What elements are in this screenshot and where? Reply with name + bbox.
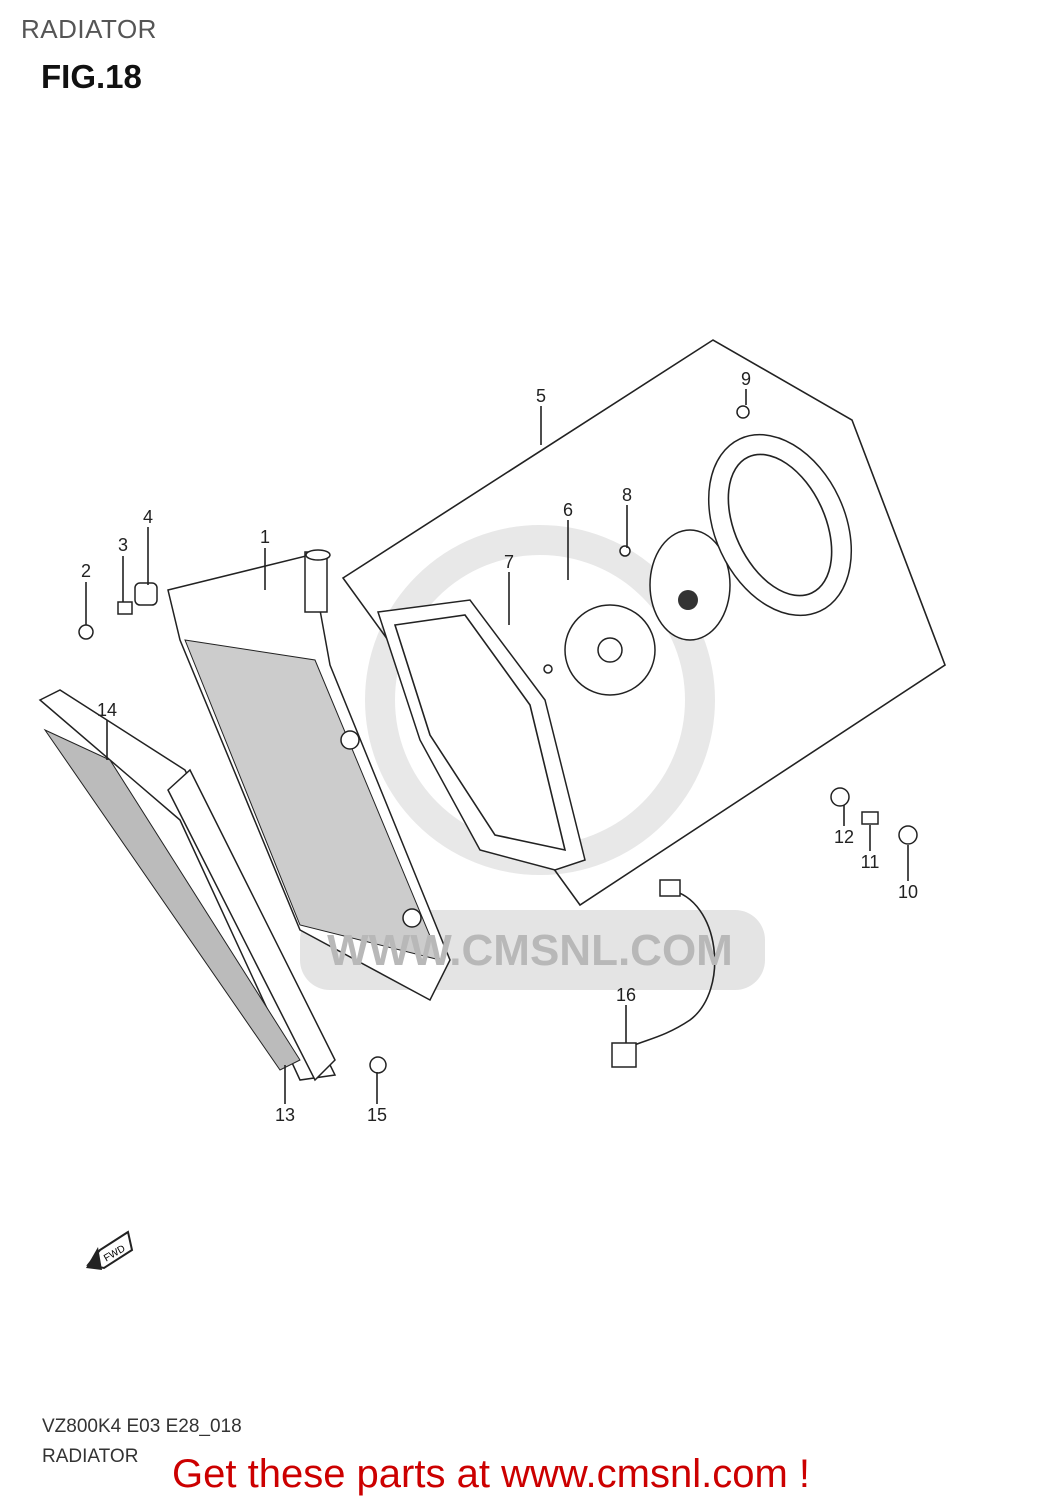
- fan-blade: [564, 604, 656, 696]
- callout-13[interactable]: 13: [275, 1105, 295, 1125]
- callout-16[interactable]: 16: [616, 985, 636, 1005]
- callout-14[interactable]: 14: [97, 700, 117, 720]
- thermo-switch: [611, 879, 716, 1068]
- radiator-core: [167, 549, 451, 1002]
- fan-cover: [707, 433, 853, 617]
- callout-6[interactable]: 6: [563, 500, 573, 520]
- figure-number: FIG.18: [41, 58, 142, 95]
- leader-lines: [85, 389, 909, 1104]
- callout-5[interactable]: 5: [536, 386, 546, 406]
- callout-9[interactable]: 9: [741, 369, 751, 389]
- callout-3[interactable]: 3: [118, 535, 128, 555]
- callout-2[interactable]: 2: [81, 561, 91, 581]
- callout-10[interactable]: 10: [898, 882, 918, 902]
- callout-1[interactable]: 1: [260, 527, 270, 547]
- callout-8[interactable]: 8: [622, 485, 632, 505]
- callout-15[interactable]: 15: [367, 1105, 387, 1125]
- callout-12[interactable]: 12: [834, 827, 854, 847]
- radiator-grille: [38, 689, 337, 1082]
- fan-motor: [649, 529, 731, 641]
- callout-4[interactable]: 4: [143, 507, 153, 527]
- watermark-text: WWW.CMSNL.COM: [327, 926, 733, 975]
- callout-7[interactable]: 7: [504, 552, 514, 572]
- callout-11[interactable]: 11: [861, 852, 880, 872]
- footer-title: RADIATOR: [42, 1446, 139, 1467]
- diagram-code: VZ800K4 E03 E28_018: [42, 1416, 242, 1437]
- promo-link[interactable]: Get these parts at www.cmsnl.com !: [172, 1452, 810, 1496]
- section-title: RADIATOR: [21, 14, 157, 44]
- fwd-arrow-icon: FWD: [86, 1230, 134, 1270]
- fan-shroud: [377, 599, 586, 871]
